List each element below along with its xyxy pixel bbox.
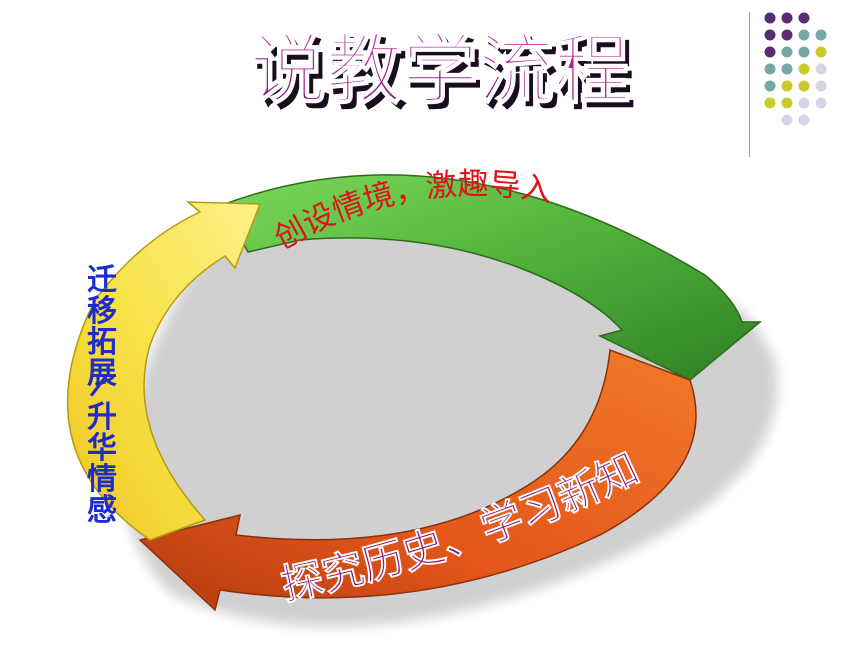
decor-dot <box>815 46 827 58</box>
decor-dot <box>764 80 776 92</box>
divider-line <box>749 12 750 157</box>
decor-dot <box>781 29 793 41</box>
decor-dot <box>798 12 810 24</box>
cycle-diagram: 创设情境，激趣导入 探究历史、学习新知 <box>66 166 778 627</box>
decor-dot <box>798 80 810 92</box>
yellow-arrow <box>66 201 262 541</box>
decor-dot <box>798 114 810 126</box>
decor-dot <box>798 46 810 58</box>
decor-dot <box>764 97 776 109</box>
title-svg: 说教学流程 说教学流程 <box>249 24 635 120</box>
green-arrow <box>220 174 763 381</box>
decor-dot <box>764 29 776 41</box>
decor-dot <box>798 97 810 109</box>
step3-text-part1: 迁移拓展 <box>87 263 117 391</box>
decor-dot <box>781 114 793 126</box>
decor-dot <box>815 29 827 41</box>
orange-arrow <box>138 348 697 612</box>
title-text: 说教学流程 <box>250 25 630 114</box>
decor-dot <box>815 63 827 75</box>
title-shadow: 说教学流程 <box>255 31 635 120</box>
slide-title: 说教学流程 说教学流程 <box>249 8 635 120</box>
decor-dot <box>781 46 793 58</box>
decor-dot <box>781 63 793 75</box>
decor-dot <box>781 12 793 24</box>
decor-dot <box>815 80 827 92</box>
decor-dot <box>815 97 827 109</box>
decor-dot <box>764 12 776 24</box>
decor-dot <box>798 29 810 41</box>
decor-dot <box>781 80 793 92</box>
decor-dot <box>764 46 776 58</box>
decor-dot <box>764 63 776 75</box>
decor-dot <box>781 97 793 109</box>
decorative-dot-grid <box>764 12 827 126</box>
decor-dot <box>798 63 810 75</box>
step3-text-part2: 升华情感 <box>87 400 117 528</box>
